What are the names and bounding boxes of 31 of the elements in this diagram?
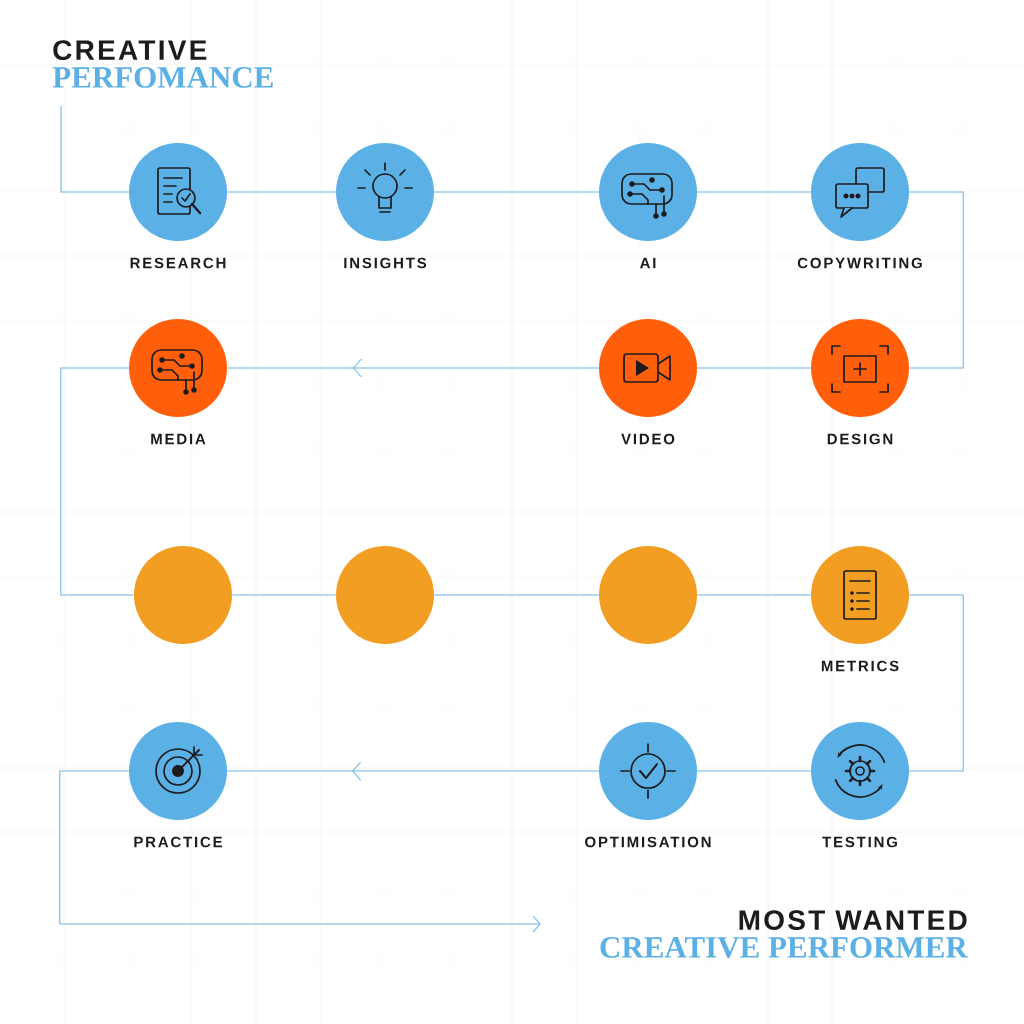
connector-line bbox=[908, 594, 964, 772]
connector-line bbox=[226, 761, 600, 781]
connector-line bbox=[231, 594, 337, 596]
connector-line bbox=[908, 191, 964, 369]
connector-line bbox=[433, 191, 600, 193]
step-circle bbox=[134, 546, 232, 644]
connector-line bbox=[696, 367, 812, 369]
step-label: TESTING bbox=[822, 836, 897, 848]
step-circle bbox=[599, 546, 697, 644]
step-label: COPYWRITING bbox=[797, 257, 922, 269]
connector-line bbox=[226, 191, 337, 193]
step-label: VIDEO bbox=[621, 433, 675, 445]
connector-line bbox=[60, 367, 135, 596]
step-label: PRACTICE bbox=[134, 836, 222, 848]
heading: CREATIVE PERFOMANCE bbox=[52, 40, 273, 88]
connector-line bbox=[60, 105, 130, 193]
connector-line bbox=[696, 770, 812, 772]
connector-line bbox=[696, 191, 812, 193]
connector-line bbox=[226, 358, 600, 378]
step-label: OPTIMISATION bbox=[585, 836, 711, 848]
connector-line bbox=[433, 594, 600, 596]
connector-line bbox=[696, 594, 812, 596]
step-label: INSIGHTS bbox=[344, 257, 427, 269]
step-label: MEDIA bbox=[151, 433, 206, 445]
step-label: RESEARCH bbox=[130, 257, 226, 269]
step-label: AI bbox=[640, 257, 656, 269]
connector-line bbox=[59, 770, 541, 933]
step-label: METRICS bbox=[821, 660, 899, 672]
step-label: DESIGN bbox=[827, 433, 893, 445]
step-circle bbox=[336, 546, 434, 644]
closing-heading: MOST WANTED CREATIVE PERFORMER bbox=[600, 910, 969, 959]
